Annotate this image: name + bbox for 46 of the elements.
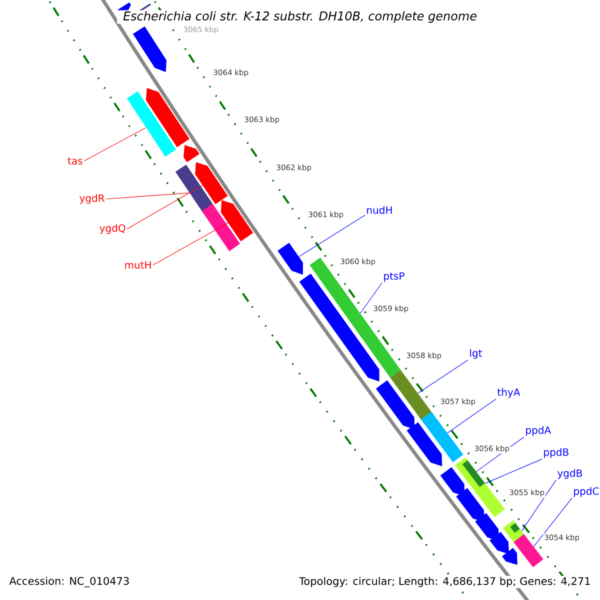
leader-line [126, 185, 203, 230]
gene-feature [440, 467, 465, 496]
gene-bar [510, 523, 520, 533]
gene-feature [475, 513, 499, 542]
title: Escherichia coli str. K-12 substr. DH10B, complete genome [117, 10, 484, 24]
gene-feature [406, 422, 442, 466]
gene-label: tas [68, 157, 82, 165]
gene-feature [132, 26, 166, 72]
gene-label: ygdB [558, 469, 582, 479]
leader-line [152, 222, 228, 266]
gene-bar [126, 91, 176, 157]
gene-feature [195, 162, 228, 204]
gene-feature [490, 532, 509, 554]
leader-line [533, 498, 572, 547]
info-text: Accession: NC_010473 [8, 576, 131, 588]
gene-bar [514, 534, 544, 568]
leader-line [360, 282, 382, 314]
gene-label: nudH [367, 206, 392, 214]
gene-label: ygdQ [100, 224, 126, 234]
gene-bar [175, 164, 215, 214]
gene-bar [202, 204, 240, 252]
leader-line [106, 192, 190, 200]
leader-line [521, 480, 556, 532]
gene-label: thyA [497, 388, 520, 398]
gene-bar [462, 460, 485, 488]
gene-label: ygdR [80, 194, 105, 204]
gene-label: ptsP [384, 272, 404, 282]
gene-feature [376, 380, 415, 430]
leader-line [84, 127, 146, 162]
gene-bar [420, 412, 464, 462]
gene-feature [184, 145, 200, 162]
gene-feature [278, 242, 303, 275]
info-text: Topology: circular; Length: 4,686,137 bp; Genes: 4,271 [298, 576, 592, 588]
leader-line [485, 458, 542, 484]
gene-label: ppdB [544, 448, 568, 458]
gene-label: mutH [125, 261, 151, 269]
leader-line [447, 398, 496, 434]
gene-feature [146, 88, 190, 148]
gene-label: lgt [470, 349, 482, 359]
gene-feature [502, 548, 518, 565]
leader-line [298, 214, 366, 257]
leader-line [418, 360, 468, 394]
gene-feature [220, 200, 254, 242]
gene-feature [456, 488, 484, 522]
gene-label: ppdA [526, 426, 552, 436]
gene-label: ppdC [574, 487, 599, 497]
